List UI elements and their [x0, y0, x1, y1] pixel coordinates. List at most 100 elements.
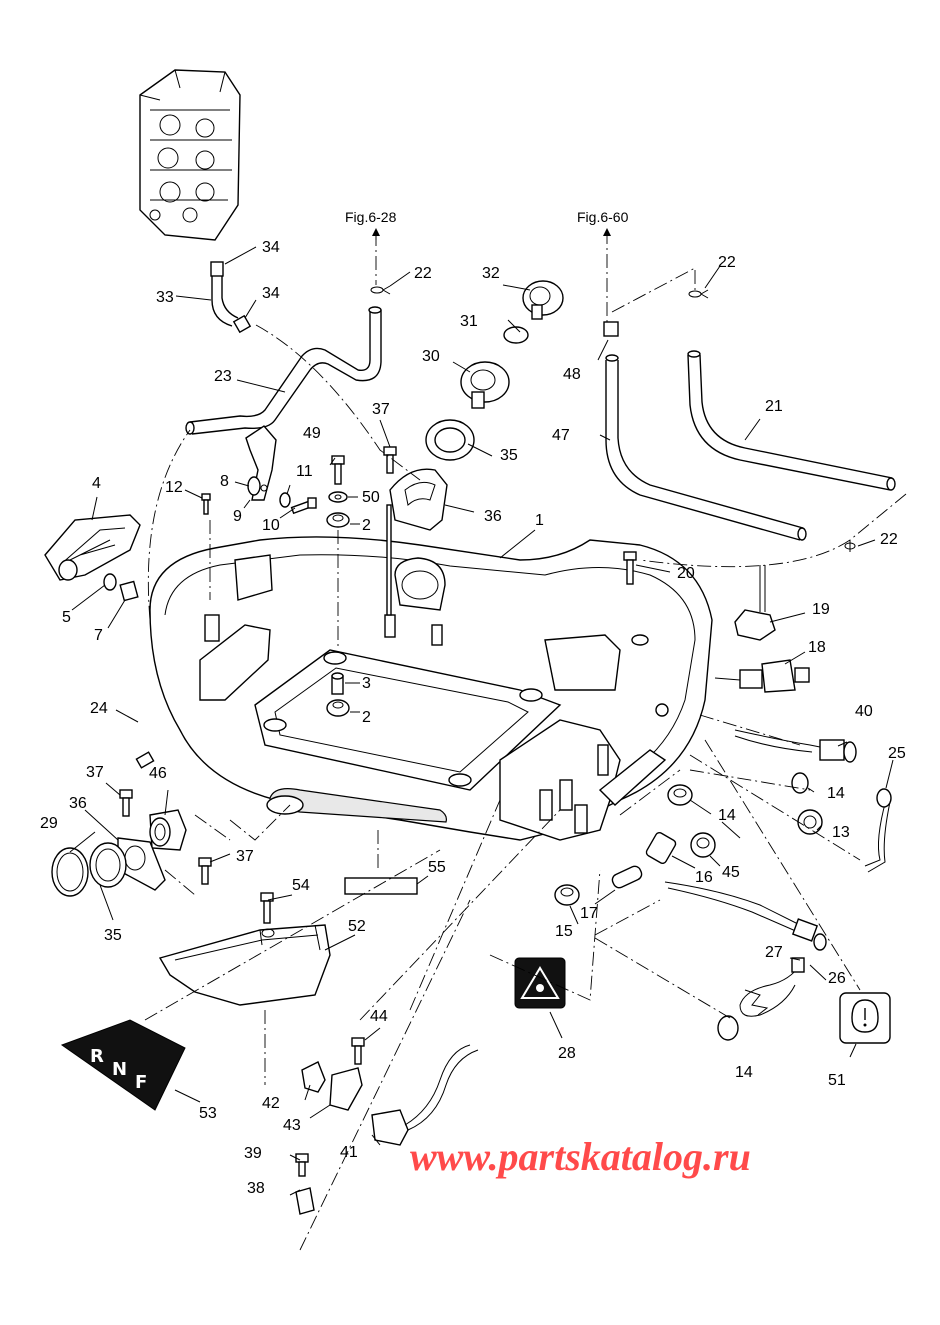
connector-41 [371, 1044, 479, 1146]
bolt-39 [295, 1153, 309, 1177]
callout-37-left: 37 [86, 764, 104, 781]
grommet-2-upper [326, 512, 350, 528]
callout-50: 50 [362, 489, 380, 506]
plug-24 [135, 751, 155, 769]
callout-46: 46 [149, 765, 167, 782]
callout-7: 7 [94, 627, 103, 644]
fig-ref-6-28: Fig.6-28 [345, 209, 397, 225]
callout-30: 30 [422, 348, 440, 365]
bushing-5 [103, 573, 117, 591]
callout-20: 20 [677, 565, 695, 582]
lower-cowling-1 [149, 536, 713, 841]
grommet-46 [149, 809, 187, 851]
callout-42: 42 [262, 1095, 280, 1112]
watermark-text: www.partskatalog.ru [410, 1134, 751, 1179]
callout-39: 39 [244, 1145, 262, 1162]
o-ring-31 [503, 326, 529, 344]
seal-29 [51, 847, 89, 897]
callout-35-upper: 35 [500, 447, 518, 464]
bolt-37-upper [383, 446, 397, 474]
shift-label-n: N [112, 1059, 127, 1080]
grommet-16 [645, 832, 677, 864]
shift-label-r: R [90, 1046, 104, 1067]
switch-18 [714, 659, 810, 693]
hose-47 [605, 354, 807, 541]
seal-35-left [89, 842, 127, 888]
callout-33: 33 [156, 289, 174, 306]
callout-34-a: 34 [262, 239, 280, 256]
clip-38 [295, 1187, 315, 1215]
callout-40: 40 [855, 703, 873, 720]
neutral-switch-40 [734, 729, 857, 763]
water-hose-33 [210, 261, 252, 334]
callout-26: 26 [828, 970, 846, 987]
callout-49: 49 [303, 425, 321, 442]
callout-13: 13 [832, 824, 850, 841]
callout-54: 54 [292, 877, 310, 894]
callout-47: 47 [552, 427, 570, 444]
grommet-15 [554, 884, 580, 906]
fig-ref-left: Fig.6-28 [345, 209, 397, 240]
callout-51: 51 [828, 1072, 846, 1089]
callout-2-upper: 2 [362, 517, 371, 534]
callout-11: 11 [296, 463, 313, 480]
callout-5: 5 [62, 609, 71, 626]
callout-55: 55 [428, 859, 446, 876]
clip-22-c [844, 540, 856, 552]
bracket-9 [245, 425, 277, 501]
callout-37-lower: 37 [236, 848, 254, 865]
bolt-37-lower [198, 857, 212, 885]
callout-36-upper: 36 [484, 508, 502, 525]
bolt-49 [331, 455, 345, 485]
bolt-54 [260, 892, 274, 924]
callout-10: 10 [262, 517, 280, 534]
callout-14-b: 14 [718, 807, 736, 824]
warning-label-28 [514, 957, 566, 1009]
callout-24: 24 [90, 700, 108, 717]
leader-lines [144, 230, 907, 1251]
bolt-37-left [119, 789, 133, 817]
grommet-13 [797, 809, 823, 835]
callouts: 1 2 2 3 4 5 7 8 9 10 11 12 13 14 14 14 1… [40, 239, 906, 1197]
callout-14-c: 14 [735, 1064, 753, 1081]
callout-19: 19 [812, 601, 830, 618]
callout-44: 44 [370, 1008, 388, 1025]
callout-15: 15 [555, 923, 573, 940]
grommet-2-lower [326, 699, 350, 717]
collar-7 [119, 580, 139, 602]
callout-31: 31 [460, 313, 478, 330]
callout-14-a: 14 [827, 785, 845, 802]
caution-label-51 [839, 992, 891, 1044]
callout-35-left: 35 [104, 927, 122, 944]
callout-41: 41 [340, 1144, 358, 1161]
callout-53: 53 [199, 1105, 217, 1122]
callout-28: 28 [558, 1045, 576, 1062]
fitting-48 [603, 321, 619, 337]
bracket-19 [734, 565, 776, 641]
engine-block [139, 69, 241, 241]
bolt-12 [201, 493, 211, 515]
callout-36-left: 36 [69, 795, 87, 812]
grommet-17 [611, 865, 643, 889]
plate-43 [329, 1067, 363, 1111]
grommet-30 [460, 361, 510, 409]
callout-22-a: 22 [414, 265, 432, 282]
shift-label-53: R N F [60, 1019, 186, 1111]
clip-22-a [370, 285, 391, 295]
callout-16: 16 [695, 869, 713, 886]
collar-3 [331, 672, 344, 695]
callout-34-b: 34 [262, 285, 280, 302]
callout-25: 25 [888, 745, 906, 762]
hose-21 [687, 350, 896, 491]
callout-21: 21 [765, 398, 783, 415]
callout-22-c: 22 [880, 531, 898, 548]
bolt-10 [290, 497, 317, 515]
callout-1: 1 [535, 512, 544, 529]
shift-label-f: F [135, 1072, 147, 1093]
callout-22-b: 22 [718, 254, 736, 271]
callout-32: 32 [482, 265, 500, 282]
grommet-8 [247, 476, 261, 496]
label-55 [344, 877, 418, 895]
callout-23: 23 [214, 368, 232, 385]
callout-48: 48 [563, 366, 581, 383]
